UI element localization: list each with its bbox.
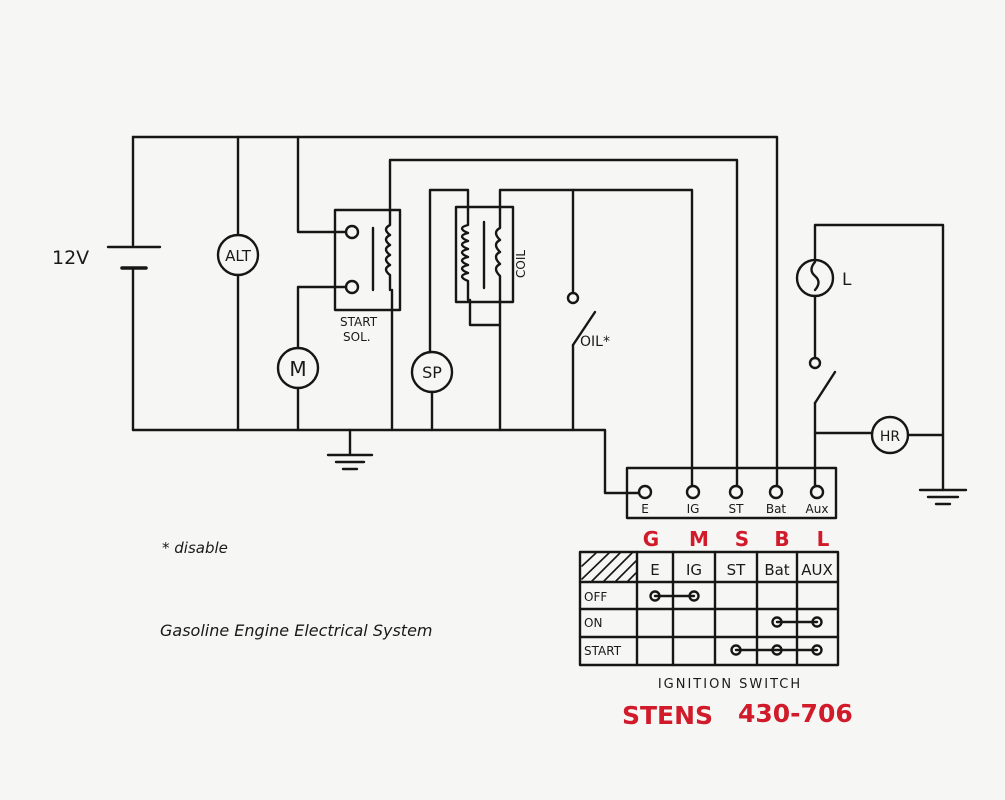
part-brand: STENS xyxy=(622,701,713,730)
terminal-aux xyxy=(809,484,825,500)
sp-wire xyxy=(428,188,470,432)
spark-plug: SP xyxy=(410,350,454,394)
alternator-label: ALT xyxy=(225,247,252,265)
terminal-label: ST xyxy=(729,502,745,516)
connection-dot xyxy=(811,644,823,656)
oil-switch-label: OIL* xyxy=(580,334,610,350)
row-label-start: START xyxy=(584,644,622,658)
start-wire xyxy=(388,158,739,487)
wires xyxy=(131,135,945,495)
connection-dot xyxy=(771,616,783,628)
hour-meter: HR xyxy=(870,415,910,455)
terminal-e xyxy=(637,484,653,500)
starter-motor: M xyxy=(276,346,320,390)
connection-dot xyxy=(730,644,742,656)
coil-label: COIL xyxy=(514,250,528,278)
part-number: 430-706 xyxy=(738,699,853,728)
connection-dot xyxy=(649,590,661,602)
motor-label: M xyxy=(289,357,306,381)
top-bus-wire xyxy=(131,135,779,487)
alternator: ALT xyxy=(216,233,260,277)
connection-dot xyxy=(811,616,823,628)
battery-symbol: 12V xyxy=(52,245,162,270)
footnote: * disable xyxy=(162,539,228,557)
wire-code: L xyxy=(817,527,830,551)
column-header: AUX xyxy=(801,561,833,579)
ignition-switch-block: E IG ST Bat Aux G M S B L xyxy=(625,466,838,551)
wire-code: M xyxy=(689,527,709,551)
spark-plug-label: SP xyxy=(422,363,442,382)
switch-table: E IG ST Bat AUX OFF ON START IGNITION SWITCH xyxy=(578,550,840,692)
connection-dot xyxy=(771,644,783,656)
connection-dot xyxy=(688,590,700,602)
terminal-label: IG xyxy=(687,502,700,516)
column-header: IG xyxy=(686,561,702,579)
column-header: Bat xyxy=(764,561,789,579)
wire-code: G xyxy=(643,527,659,551)
ignition-switch-caption: IGNITION SWITCH xyxy=(658,677,802,692)
lamp-label: L xyxy=(842,270,852,290)
column-header: ST xyxy=(727,561,747,579)
row-label-on: ON xyxy=(584,616,602,630)
oil-switch: OIL* xyxy=(566,291,610,350)
lamp-wire xyxy=(813,223,945,492)
ground-symbol-right xyxy=(918,488,968,506)
ig-wire xyxy=(498,188,694,487)
motor-wire xyxy=(296,285,348,432)
wire-code: B xyxy=(774,527,789,551)
terminal-st xyxy=(728,484,744,500)
wire-code: S xyxy=(735,527,749,551)
ground-symbol-main xyxy=(326,428,374,471)
terminal-label: Bat xyxy=(766,502,787,516)
lamp: L xyxy=(795,258,852,405)
solenoid-feed-wire xyxy=(296,135,348,234)
terminal-ig xyxy=(685,484,701,500)
solenoid-label-2: SOL. xyxy=(343,330,371,344)
ignition-coil: COIL xyxy=(454,205,528,304)
terminal-label: Aux xyxy=(806,502,829,516)
hatched-cell xyxy=(581,552,637,582)
column-header: E xyxy=(650,561,659,579)
battery-label: 12V xyxy=(52,247,89,269)
terminal-label: E xyxy=(641,502,649,516)
diagram-title: Gasoline Engine Electrical System xyxy=(160,621,433,640)
hour-meter-label: HR xyxy=(880,429,901,445)
terminal-bat xyxy=(768,484,784,500)
row-label-off: OFF xyxy=(584,590,607,604)
coil-bottom-wire xyxy=(468,298,502,432)
ground-bus-wire xyxy=(131,428,641,495)
solenoid-label-1: START xyxy=(340,315,378,329)
start-solenoid: START SOL. xyxy=(333,208,402,344)
lamp-switch xyxy=(813,370,837,405)
hr-wire xyxy=(813,431,945,437)
